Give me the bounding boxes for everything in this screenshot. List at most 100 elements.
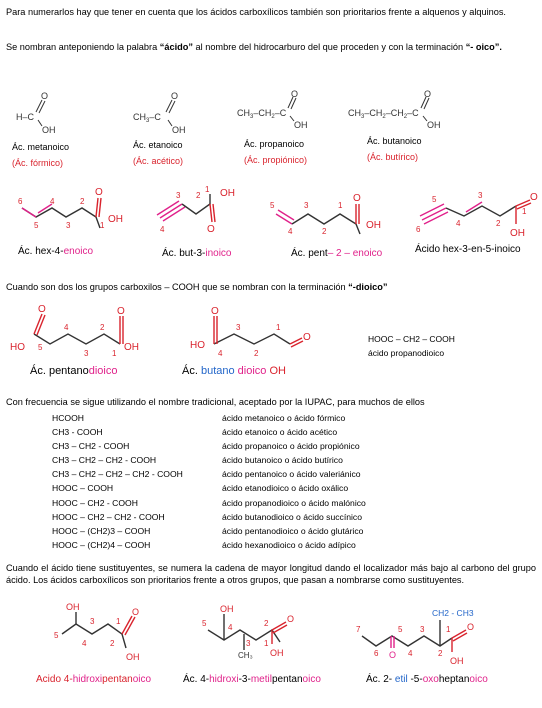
svg-text:O: O — [424, 89, 431, 99]
name-hidroxipentanoico: Acido 4-hidroxipentanoico — [36, 674, 152, 685]
svg-text:1: 1 — [205, 185, 210, 194]
svg-text:3: 3 — [90, 617, 95, 626]
formula-cell: HCOOH — [52, 413, 84, 423]
simple-acids-figure: H–C O OH Ác. metanoico (Ác. fórmico) CH3… — [12, 89, 441, 168]
svg-text:3: 3 — [420, 625, 425, 634]
svg-text:O: O — [389, 650, 396, 660]
name-pent-2-enoico: Ác. pent– 2 – enoico — [291, 246, 383, 259]
svg-text:2: 2 — [496, 219, 501, 228]
trad-formico: (Ác. fórmico) — [12, 158, 63, 168]
svg-text:5: 5 — [432, 195, 437, 204]
name-cell: ácido butanoico o ácido butírico — [222, 455, 343, 466]
svg-text:O: O — [207, 224, 215, 235]
svg-text:2: 2 — [110, 639, 115, 648]
svg-text:O: O — [132, 607, 139, 617]
substituents-intro: Cuando el ácido tiene sustituyentes, se … — [6, 563, 536, 585]
name-butanoico: Ác. butanoico — [367, 136, 422, 146]
intro-bold-acido: “ácido” — [159, 42, 193, 52]
svg-text:CH3–C: CH3–C — [133, 112, 161, 124]
svg-text:OH: OH — [66, 602, 80, 612]
trad-propionico: (Ác. propiónico) — [244, 155, 307, 165]
svg-text:4: 4 — [408, 649, 413, 658]
propanoic-acid-structure: CH3–CH2–C O OH — [237, 89, 308, 130]
hooc-formula: HOOC – CH2 – COOH — [368, 334, 455, 344]
svg-text:OH: OH — [427, 120, 441, 130]
svg-text:4: 4 — [456, 219, 461, 228]
svg-text:O: O — [38, 304, 46, 315]
svg-text:5: 5 — [202, 619, 207, 628]
svg-text:3: 3 — [66, 221, 71, 230]
trad-butirico: (Ác. butírico) — [367, 152, 418, 162]
svg-text:1: 1 — [100, 221, 105, 230]
name-but-3-inoico: Ác. but-3-inoico — [162, 246, 232, 259]
name-metanoico: Ác. metanoico — [12, 142, 69, 152]
svg-text:OH: OH — [220, 604, 234, 614]
svg-text:6: 6 — [374, 649, 379, 658]
svg-text:5: 5 — [54, 631, 59, 640]
formula-cell: CH3 – CH2 - COOH — [52, 441, 130, 452]
formula-cell: CH3 - COOH — [52, 427, 103, 438]
svg-text:O: O — [291, 89, 298, 99]
svg-text:OH: OH — [270, 648, 284, 658]
name-pentanodioico: Ác. pentanodioico — [30, 364, 117, 377]
svg-text:2: 2 — [264, 619, 269, 628]
svg-text:CH₃: CH₃ — [238, 651, 253, 660]
svg-text:1: 1 — [522, 207, 527, 216]
svg-text:5: 5 — [38, 343, 43, 352]
svg-text:OH: OH — [510, 228, 525, 239]
name-cell: ácido pentanoico o ácido valeriánico — [222, 469, 361, 480]
formula-cell: CH3 – CH2 – CH2 - COOH — [52, 455, 157, 466]
svg-text:HO: HO — [10, 342, 25, 353]
name-butanodioico: Ác. butano dioico OH — [182, 364, 286, 377]
intro-text-2: al nombre del hidrocarburo del que proce… — [192, 42, 466, 52]
formula-cell: HOOC – CH2 - COOH — [52, 497, 138, 508]
butanoic-acid-structure: CH3–CH2–CH2–C O OH — [348, 89, 441, 130]
svg-text:7: 7 — [356, 625, 361, 634]
formula-cell: HOOC – CH2 – CH2 - COOH — [52, 511, 165, 522]
svg-text:O: O — [171, 91, 178, 101]
table-intro: Con frecuencia se sigue utilizando el no… — [6, 397, 425, 407]
svg-text:1: 1 — [264, 639, 269, 648]
dioic-bold-term: “-dioico” — [348, 282, 388, 292]
svg-text:3: 3 — [246, 639, 251, 648]
svg-text:2: 2 — [254, 349, 259, 358]
svg-text:4: 4 — [50, 197, 55, 206]
svg-text:O: O — [303, 332, 311, 343]
name-hidroxi-metilpentanoico: Ác. 4-hidroxi-3-metilpentanoico — [183, 672, 321, 685]
svg-text:4: 4 — [82, 639, 87, 648]
svg-text:O: O — [530, 192, 538, 203]
svg-text:HO: HO — [190, 340, 205, 351]
svg-text:6: 6 — [416, 225, 421, 234]
svg-text:O: O — [467, 622, 474, 632]
name-cell: ácido metanoico o ácido fórmico — [222, 413, 346, 423]
svg-text:2: 2 — [438, 649, 443, 658]
svg-text:4: 4 — [160, 225, 165, 234]
hydroxyl: OH — [42, 125, 56, 135]
svg-text:OH: OH — [172, 125, 186, 135]
name-cell: ácido propanoico o ácido propiónico — [222, 441, 360, 452]
svg-text:CH3–CH2–CH2–C: CH3–CH2–CH2–C — [348, 108, 419, 120]
svg-text:OH: OH — [366, 220, 381, 231]
hooc-name: ácido propanodioico — [368, 348, 444, 358]
name-cell: ácido propanodioico o ácido malónico — [222, 497, 366, 508]
svg-text:4: 4 — [288, 227, 293, 236]
name-cell: ácido butanodioico o ácido succínico — [222, 511, 362, 522]
svg-text:O: O — [95, 187, 103, 198]
trad-acetico: (Ác. acético) — [133, 156, 183, 166]
dioic-intro: Cuando son dos los grupos carboxilos – C… — [6, 282, 536, 294]
svg-text:O: O — [353, 193, 361, 204]
formula-cell: CH3 – CH2 – CH2 – CH2 - COOH — [52, 469, 183, 480]
name-hex-3-en-5-inoico: Ácido hex-3-en-5-inoico — [415, 242, 521, 255]
svg-text:5: 5 — [34, 221, 39, 230]
svg-text:OH: OH — [126, 652, 140, 662]
name-cell: ácido etanodioico o ácido oxálico — [222, 483, 349, 494]
name-propanoico: Ác. propanoico — [244, 139, 304, 149]
svg-text:CH3–CH2–C: CH3–CH2–C — [237, 108, 287, 120]
name-hex-4-enoico: Ác. hex-4-enoico — [18, 244, 93, 257]
